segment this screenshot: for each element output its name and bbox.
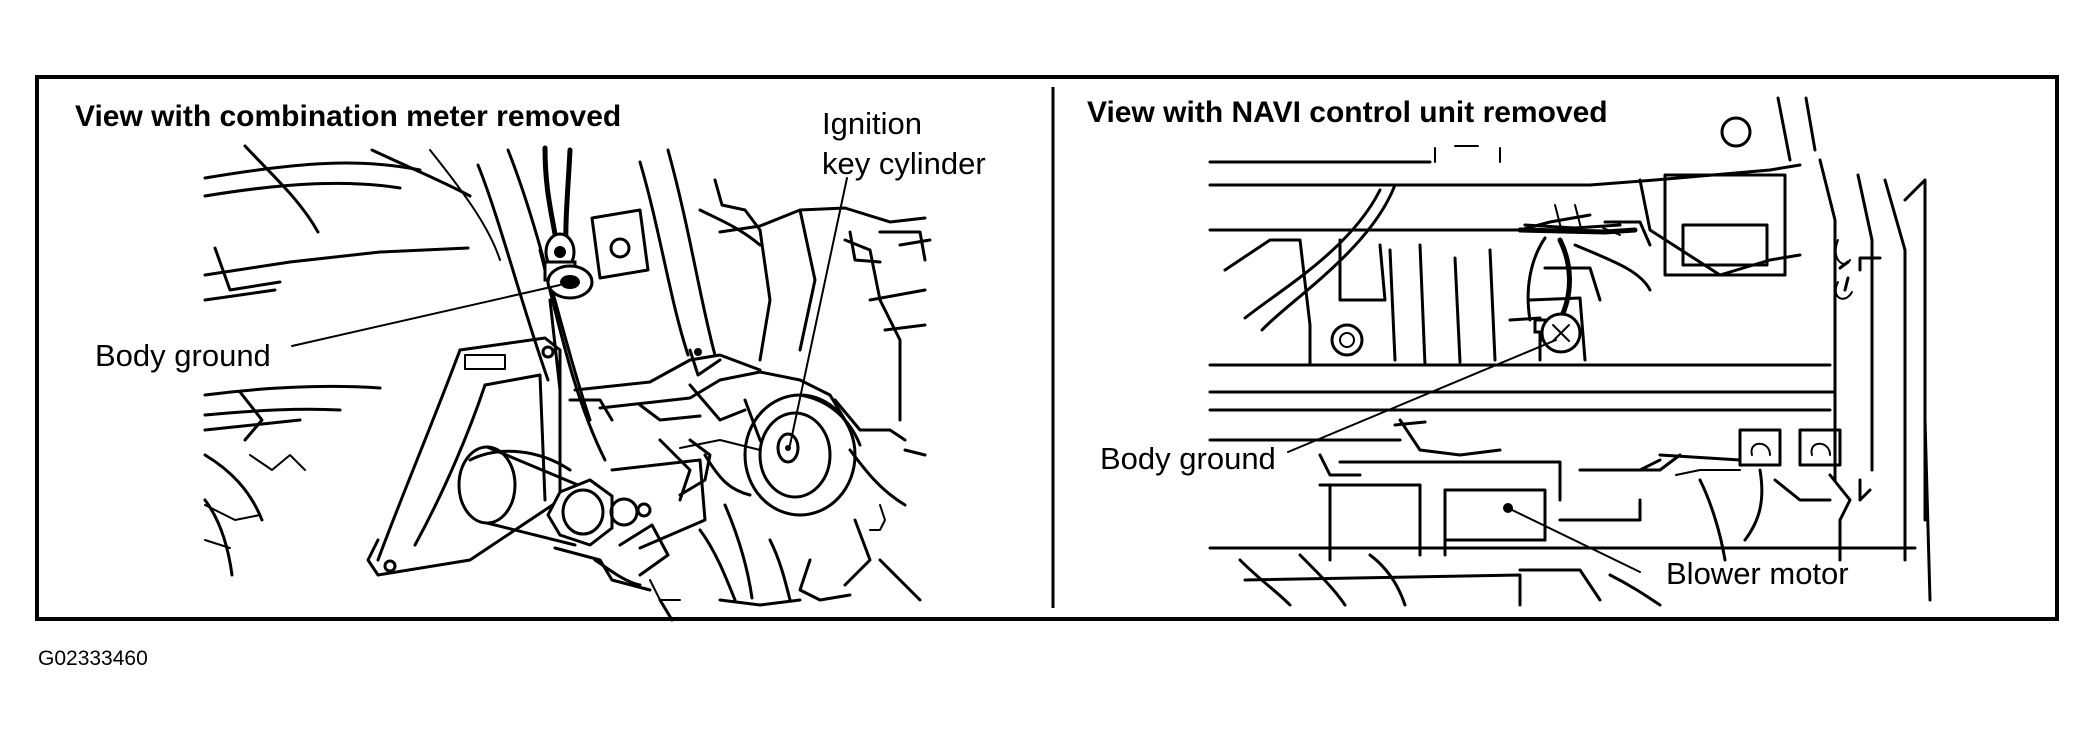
diagram-frame	[35, 75, 2059, 621]
left-panel-title: View with combination meter removed	[75, 100, 622, 133]
leader-blower-motor	[1507, 507, 1641, 573]
left-drawing	[203, 144, 932, 622]
label-blower-motor: Blower motor	[1666, 556, 1849, 591]
right-drawing	[1208, 96, 1932, 607]
label-ignition-line1: Ignition	[822, 106, 922, 141]
leader-ignition	[789, 177, 848, 446]
label-ignition-line2: key cylinder	[822, 146, 986, 181]
right-panel-title: View with NAVI control unit removed	[1087, 96, 1608, 129]
label-body-ground-right: Body ground	[1100, 441, 1276, 476]
leader-body-ground-left	[291, 284, 561, 347]
label-body-ground-left: Body ground	[95, 338, 271, 373]
figure-code: G02333460	[38, 647, 148, 670]
leader-body-ground-right	[1287, 339, 1557, 453]
